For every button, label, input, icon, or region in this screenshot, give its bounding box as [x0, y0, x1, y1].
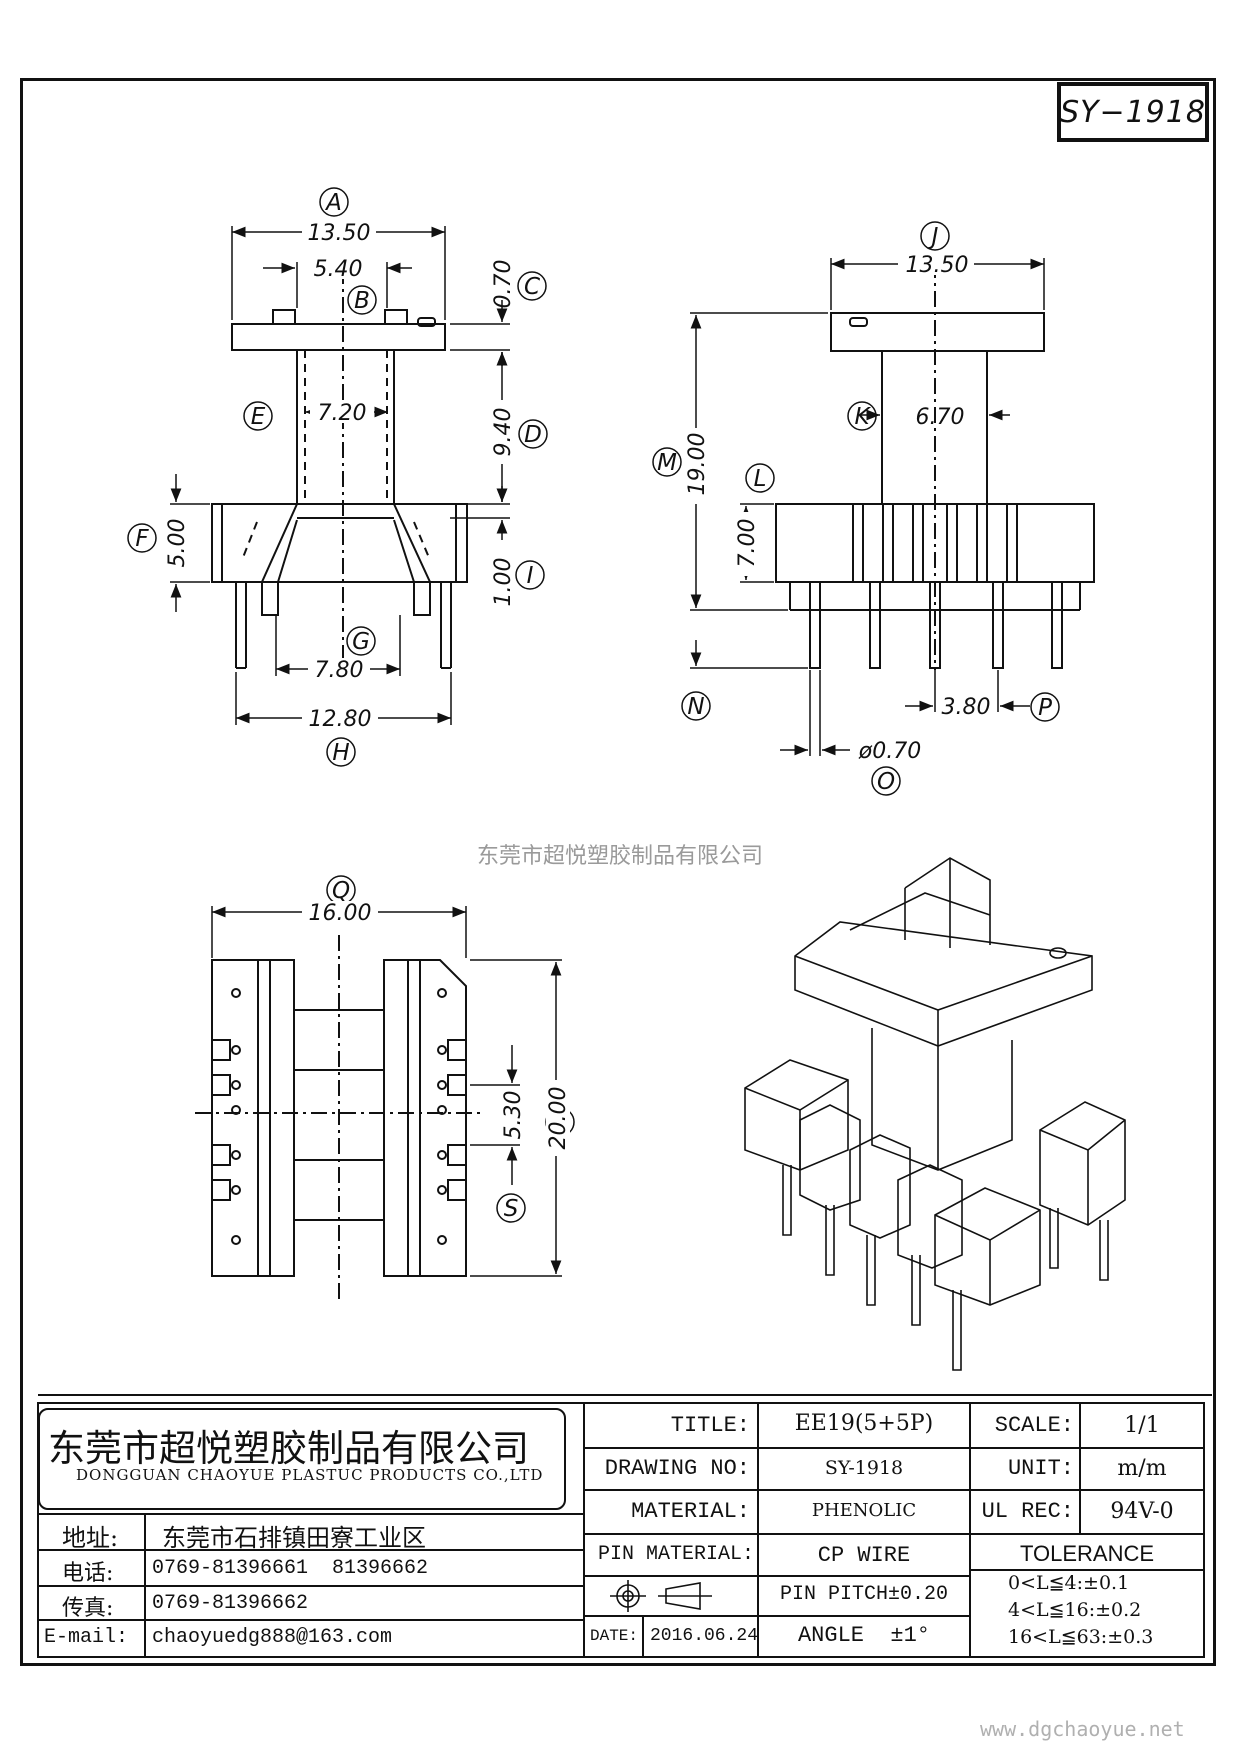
drawing-code-box: SY−1918 [1057, 82, 1209, 142]
watermark: 东莞市超悦塑胶制品有限公司 [476, 844, 763, 869]
dim-g: 7.80 [315, 658, 364, 683]
label-l: L [754, 466, 767, 492]
label-m: M [657, 450, 677, 476]
company-name-en: DONGGUAN CHAOYUE PLASTUC PRODUCTS CO.,LT… [76, 1466, 544, 1484]
dim-a: 13.50 [308, 221, 371, 246]
dim-e: 7.20 [318, 401, 367, 426]
title-block-grid [37, 1394, 1212, 1658]
unit-label: UNIT: [1007, 1456, 1074, 1481]
dim-p: 3.80 [942, 695, 991, 720]
dim-s: 5.30 [501, 1091, 526, 1140]
label-j: J [928, 224, 939, 250]
address-label: 地址: [62, 1524, 119, 1552]
label-h: H [332, 740, 349, 766]
label-p: P [1038, 695, 1052, 721]
ul-label: UL REC: [981, 1499, 1074, 1524]
dim-b: 5.40 [314, 257, 363, 282]
dim-o: ø0.70 [858, 739, 921, 764]
dim-c: 0.70 [491, 260, 516, 309]
dim-l: 7.00 [735, 519, 760, 568]
phone-label: 电话: [62, 1561, 114, 1586]
fax-value: 0769-81396662 [152, 1592, 309, 1615]
dim-d: 9.40 [491, 408, 516, 457]
company-box [38, 1408, 566, 1510]
projection-symbol-icon [610, 1580, 712, 1612]
angle-value: ANGLE ±1° [797, 1623, 931, 1648]
title-label: TITLE: [670, 1413, 750, 1438]
dim-f: 5.00 [165, 519, 190, 568]
dimension-values: 13.50 5.40 0.70 7.20 9.40 5.00 1.00 7.80… [164, 221, 990, 1156]
title-value: EE19(5+5P) [794, 1411, 934, 1436]
label-c: C [524, 274, 540, 300]
dim-i: 1.00 [491, 558, 516, 607]
drawing-no-label: DRAWING NO: [604, 1456, 750, 1481]
tolerance-label: TOLERANCE [1019, 1541, 1155, 1566]
dim-k: 6.70 [916, 405, 965, 430]
label-g: G [352, 629, 370, 655]
company-name-cn: 东莞市超悦塑胶制品有限公司 [48, 1427, 529, 1470]
address-value: 东莞市石排镇田寮工业区 [162, 1524, 426, 1552]
pin-material-label: PIN MATERIAL: [597, 1543, 754, 1566]
label-k: K [854, 404, 871, 430]
label-d: D [524, 422, 542, 448]
fax-label: 传真: [62, 1596, 114, 1621]
label-b: B [354, 288, 370, 314]
isometric-view [744, 857, 1126, 1371]
label-n: N [687, 694, 704, 720]
scale-value: 1/1 [1124, 1413, 1160, 1438]
tolerance-2: 4<L≦16:±0.2 [1008, 1599, 1142, 1621]
material-label: MATERIAL: [631, 1499, 750, 1524]
label-o: O [877, 769, 895, 795]
label-s: S [504, 1196, 519, 1222]
dim-m: 19.00 [685, 433, 710, 496]
pin-pitch: PIN PITCH±0.20 [779, 1583, 949, 1606]
callout-labels [127, 187, 1060, 1223]
tolerance-1: 0<L≦4:±0.1 [1008, 1572, 1130, 1594]
material-value: PHENOLIC [811, 1500, 917, 1521]
bottom-view [195, 906, 562, 1300]
pin-material-value: CP WIRE [817, 1543, 911, 1568]
ul-value: 94V-0 [1110, 1499, 1174, 1524]
callout-letters: A B C E D F I G H J K L M N P O Q R S [135, 190, 1052, 1222]
drawing-no-value: SY-1918 [824, 1457, 904, 1479]
phone-value: 0769-81396661 81396662 [152, 1557, 429, 1580]
dim-h: 12.80 [309, 707, 372, 732]
date-label: DATE: [590, 1627, 639, 1645]
dim-r: 20.00 [546, 1087, 571, 1150]
dim-j: 13.50 [906, 253, 969, 278]
side-view [690, 258, 1095, 756]
tolerance-3: 16<L≦63:±0.3 [1008, 1626, 1154, 1648]
email-label: E-mail: [44, 1626, 129, 1649]
label-q: Q [332, 878, 350, 904]
unit-value: m/m [1117, 1456, 1167, 1481]
email-value: chaoyuedg888@163.com [152, 1626, 393, 1649]
date-value: 2016.06.24 [650, 1626, 759, 1646]
label-f: F [135, 526, 149, 552]
label-e: E [251, 404, 266, 430]
drawing-code: SY−1918 [1060, 94, 1206, 130]
scale-label: SCALE: [994, 1413, 1074, 1438]
dim-q: 16.00 [309, 901, 372, 926]
website-watermark: www.dgchaoyue.net [980, 1717, 1185, 1741]
front-view [170, 226, 510, 725]
label-a: A [324, 190, 342, 216]
drawing-frame [20, 78, 1216, 1666]
label-i: I [527, 563, 534, 589]
